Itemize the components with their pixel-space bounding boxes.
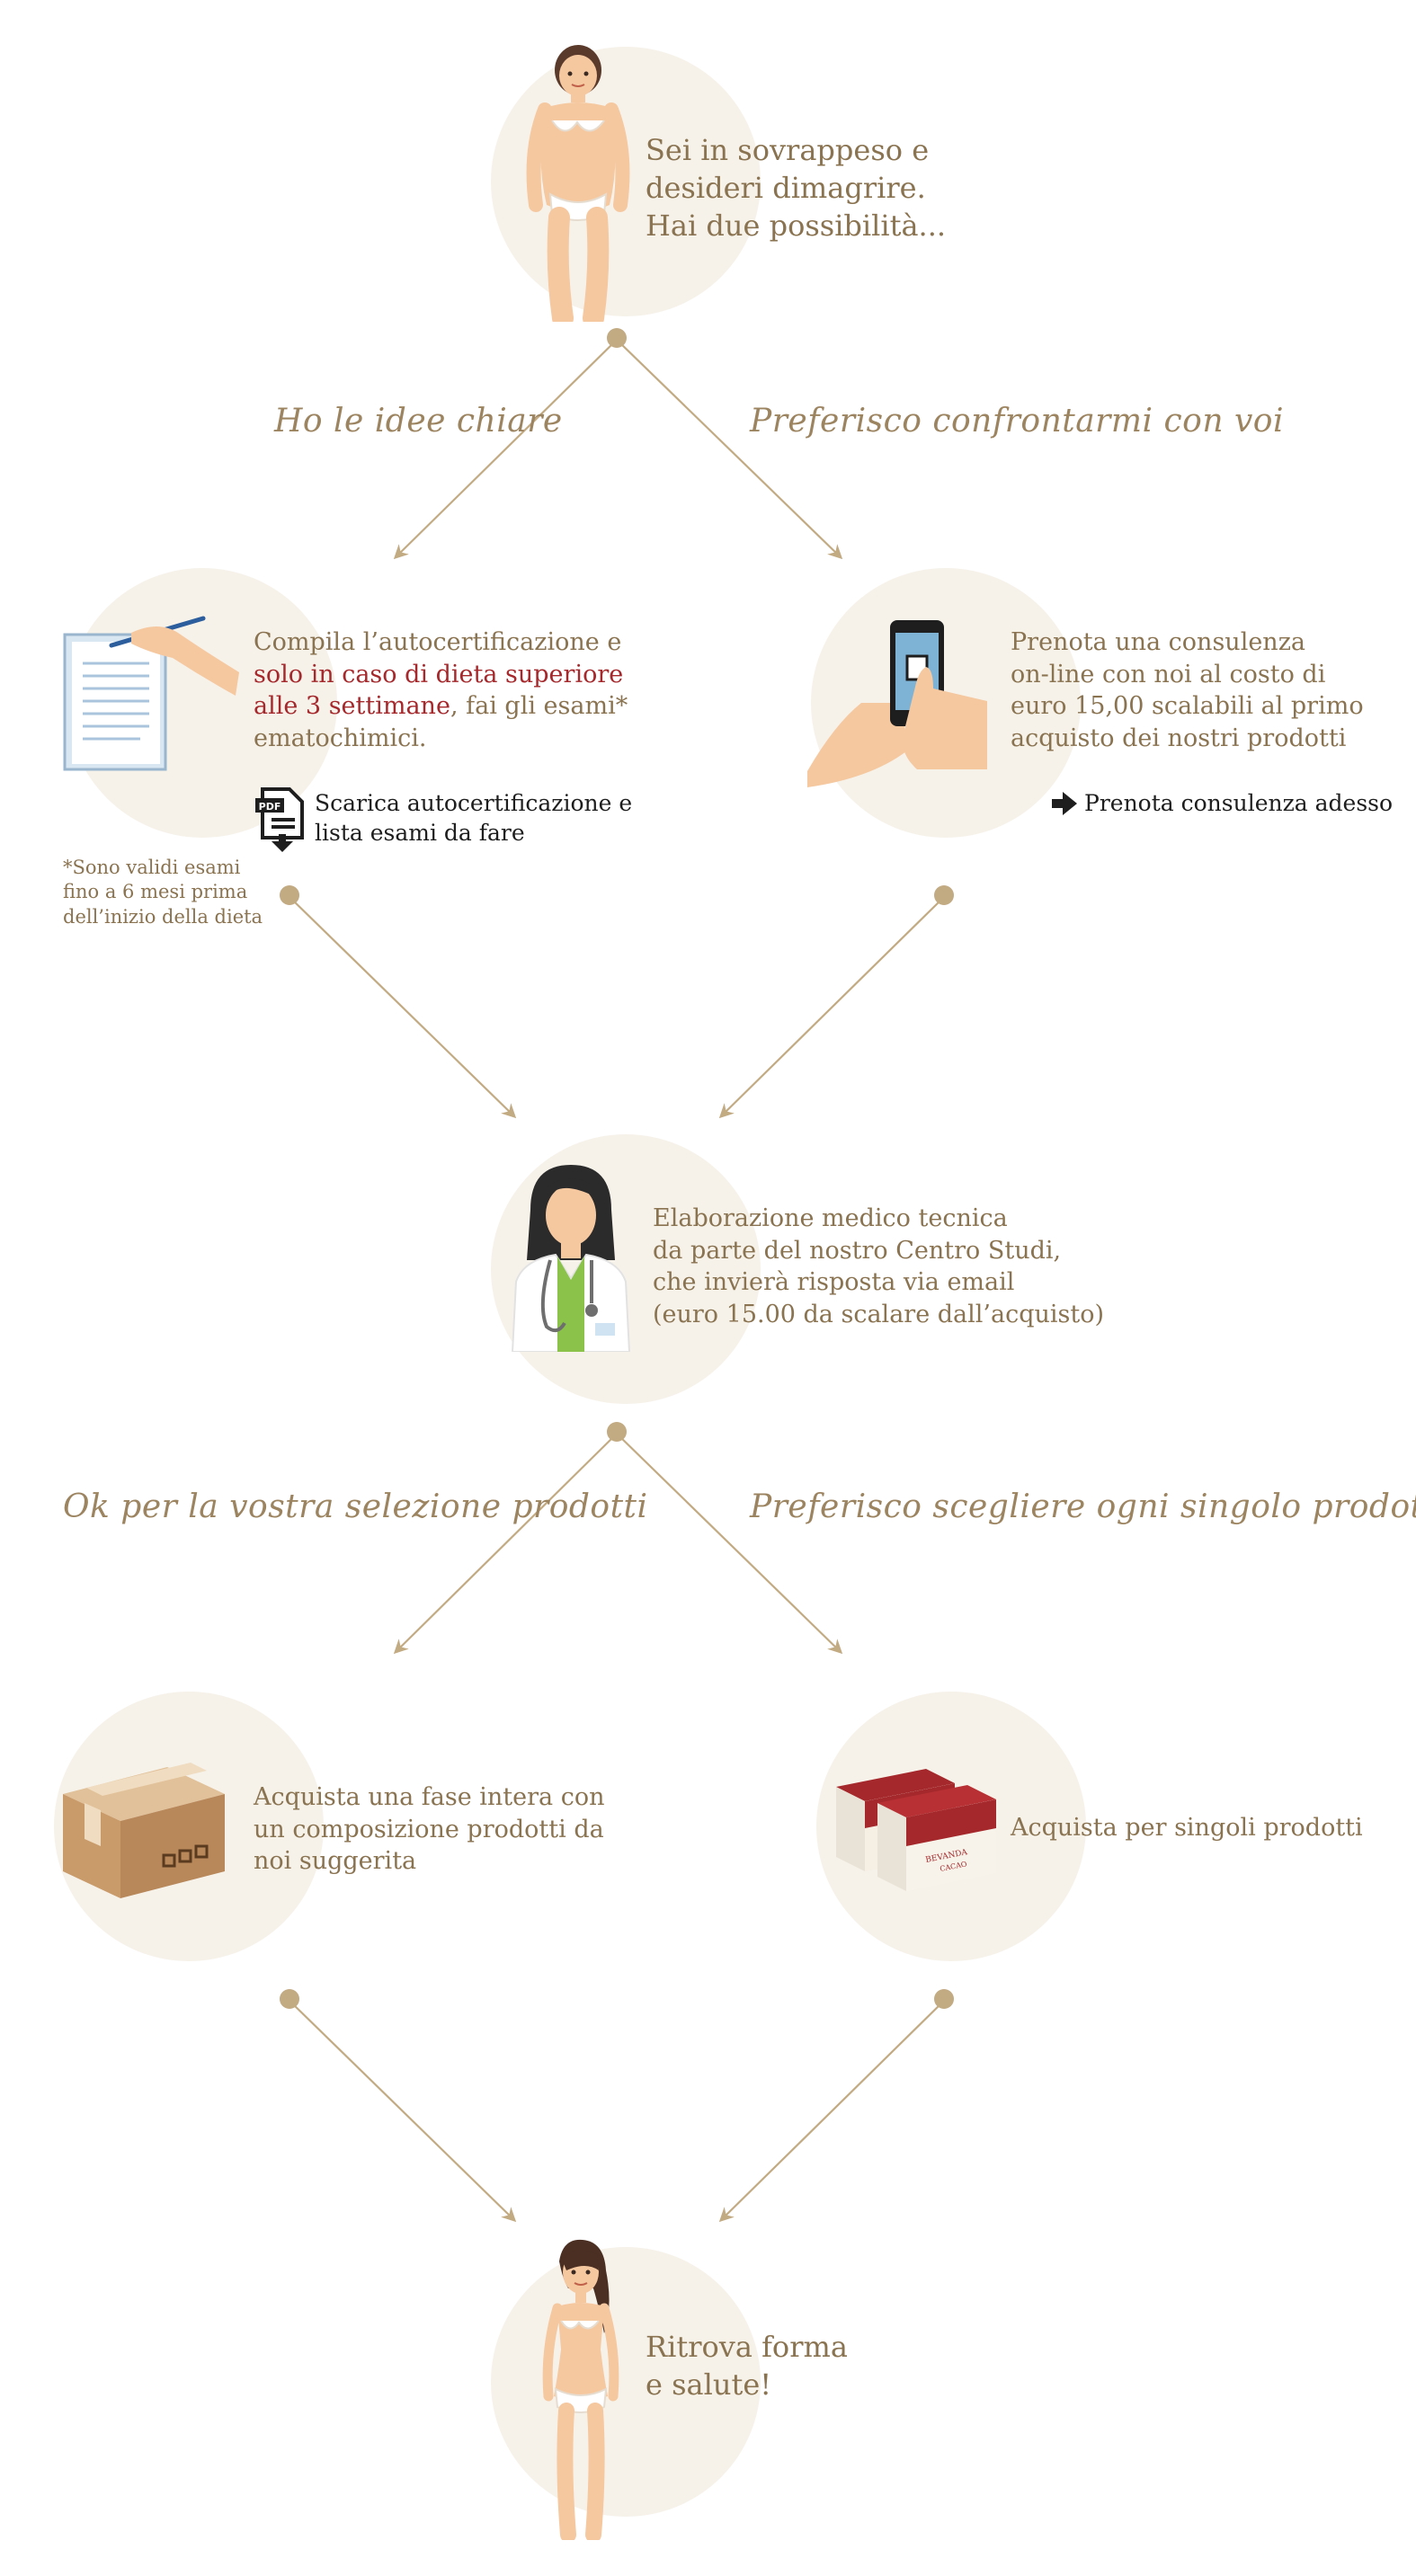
consult-text: Prenota una consulenza on-line con noi a… bbox=[1011, 626, 1364, 755]
consult-text-line: on-line con noi al costo di bbox=[1011, 660, 1326, 688]
overweight-woman-icon bbox=[526, 45, 630, 322]
start-text-line: Hai due possibilità... bbox=[646, 209, 947, 244]
end-text-line: e salute! bbox=[646, 2367, 772, 2403]
consult-text-line: euro 15,00 scalabili al primo bbox=[1011, 692, 1364, 721]
phase-text-line: un composizione prodotti da bbox=[254, 1815, 604, 1843]
elaboration-text: Elaborazione medico tecnica da parte del… bbox=[653, 1203, 1104, 1331]
end-circle bbox=[491, 2247, 761, 2517]
smartphone-hand-icon bbox=[807, 620, 987, 787]
start-text: Sei in sovrappeso e desideri dimagrire. … bbox=[646, 131, 946, 245]
arrow-single-down bbox=[718, 2000, 945, 2223]
autocert-text: Compila l’autocertificazione e solo in c… bbox=[254, 626, 628, 755]
arrow-right-icon bbox=[1052, 792, 1077, 815]
start-text-line: Sei in sovrappeso e bbox=[646, 133, 930, 167]
node-dot-start bbox=[607, 328, 627, 348]
download-link-line-2: lista esami da fare bbox=[315, 819, 525, 846]
arrow-phase-down bbox=[289, 2000, 517, 2223]
autocert-line-3: alle 3 settimane, fai gli esami* bbox=[254, 690, 628, 723]
elaboration-text-line: da parte del nostro Centro Studi, bbox=[653, 1236, 1062, 1265]
download-link-text[interactable]: Scarica autocertificazione e lista esami… bbox=[315, 787, 632, 848]
node-dot-single bbox=[934, 1989, 954, 2009]
branch-label-your-selection: Ok per la vostra selezione prodotti bbox=[63, 1488, 648, 1525]
product-boxes-icon: BEVANDA CACAO bbox=[836, 1769, 996, 1891]
arrow-elab-right bbox=[616, 1433, 843, 1655]
autocert-line-3-rest: , fai gli esami* bbox=[450, 692, 628, 721]
footnote-line: fino a 6 mesi prima bbox=[63, 881, 248, 903]
phase-text-line: Acquista una fase intera con bbox=[254, 1783, 605, 1811]
branch-label-single-products: Preferisco scegliere ogni singolo prodot… bbox=[750, 1488, 1416, 1525]
arrow-elab-left bbox=[393, 1433, 618, 1655]
elaboration-text-line: Elaborazione medico tecnica bbox=[653, 1204, 1008, 1232]
end-text: Ritrova forma e salute! bbox=[646, 2328, 848, 2403]
pdf-badge-text: PDF bbox=[259, 801, 281, 813]
node-dot-consult bbox=[934, 885, 954, 905]
cardboard-box-icon bbox=[63, 1763, 225, 1898]
pdf-download-icon: PDF bbox=[255, 787, 304, 852]
footnote-line: dell’inizio della dieta bbox=[63, 905, 263, 928]
autocert-highlight-line: solo in caso di dieta superiore bbox=[254, 660, 624, 688]
arrow-start-left bbox=[393, 339, 618, 560]
arrow-consult-down bbox=[718, 896, 945, 1119]
elaboration-text-line: che invierà risposta via email bbox=[653, 1268, 1015, 1297]
consult-text-line: Prenota una consulenza bbox=[1011, 628, 1306, 656]
branch-label-clear-ideas: Ho le idee chiare bbox=[274, 403, 563, 440]
phase-text: Acquista una fase intera con un composiz… bbox=[254, 1781, 605, 1878]
autocert-line-1: Compila l’autocertificazione e bbox=[254, 628, 622, 656]
start-text-line: desideri dimagrire. bbox=[646, 171, 926, 206]
arrow-autocert-down bbox=[289, 896, 517, 1119]
branch-label-consult: Preferisco confrontarmi con voi bbox=[750, 403, 1284, 440]
download-link-line-1: Scarica autocertificazione e bbox=[315, 790, 633, 816]
fit-woman-icon bbox=[542, 2239, 619, 2540]
exam-validity-footnote: *Sono validi esami fino a 6 mesi prima d… bbox=[63, 856, 263, 929]
download-autocert-link[interactable]: PDF Scarica autocertificazione e lista e… bbox=[255, 787, 632, 854]
single-text: Acquista per singoli prodotti bbox=[1011, 1814, 1363, 1842]
book-consultation-link[interactable]: Prenota consulenza adesso bbox=[1052, 789, 1393, 819]
elaboration-text-line: (euro 15.00 da scalare dall’acquisto) bbox=[653, 1300, 1105, 1328]
footnote-line: *Sono validi esami bbox=[63, 857, 241, 878]
book-consultation-label[interactable]: Prenota consulenza adesso bbox=[1084, 790, 1394, 816]
female-doctor-icon bbox=[511, 1165, 631, 1352]
node-dot-phase bbox=[280, 1989, 299, 2009]
end-text-line: Ritrova forma bbox=[646, 2330, 848, 2364]
consult-text-line: acquisto dei nostri prodotti bbox=[1011, 724, 1347, 752]
node-dot-autocert bbox=[280, 885, 299, 905]
signing-document-icon bbox=[63, 616, 239, 771]
autocert-highlight-weeks: alle 3 settimane bbox=[254, 692, 450, 721]
phase-text-line: noi suggerita bbox=[254, 1847, 417, 1876]
autocert-line-4: ematochimici. bbox=[254, 724, 427, 752]
node-dot-elaboration bbox=[607, 1422, 627, 1442]
arrow-start-right bbox=[616, 339, 843, 560]
